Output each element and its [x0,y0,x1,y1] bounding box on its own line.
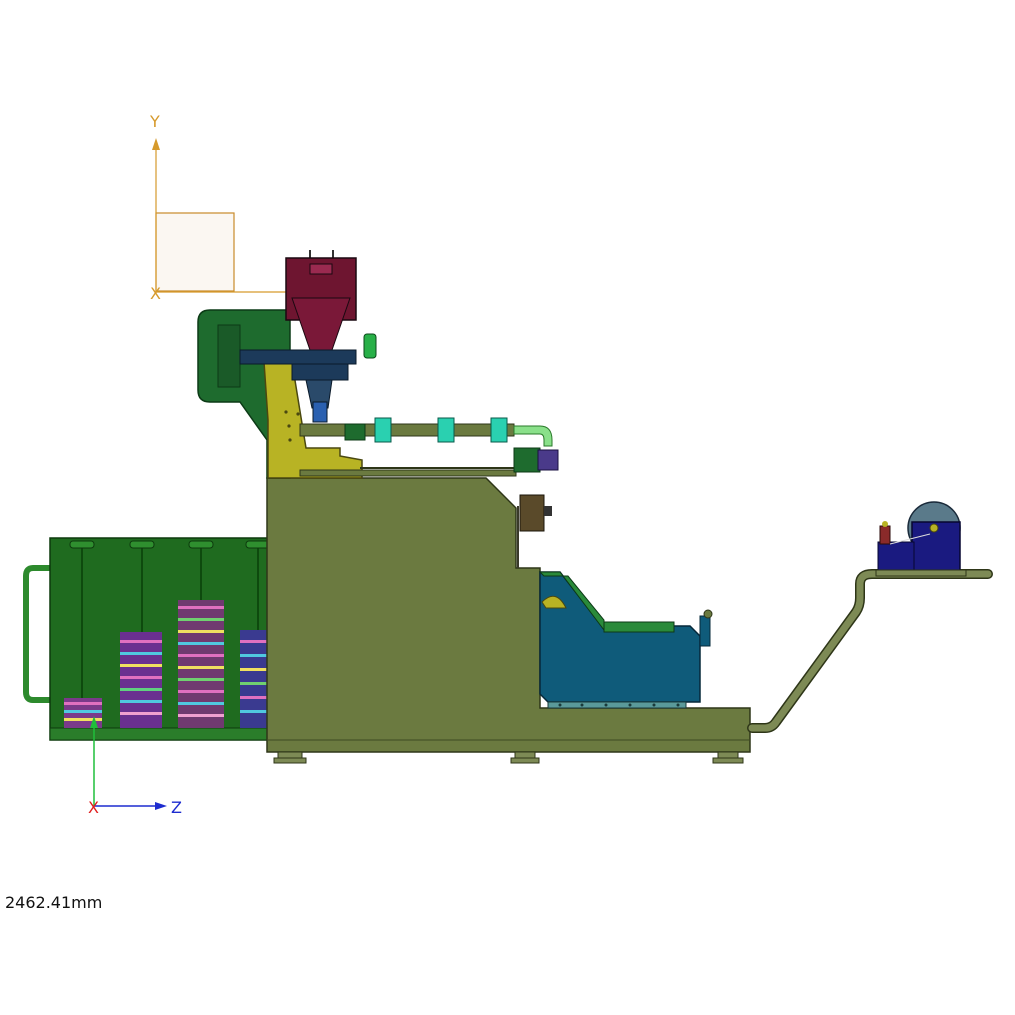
heater-band-2 [437,417,455,443]
triad-z-arrow [155,802,167,810]
spool-stack-2 [120,632,162,728]
yellow-column [263,361,363,479]
heater-band-3 [490,417,508,443]
extruder-barrel[interactable] [299,417,553,477]
cabinet-handle[interactable] [23,565,50,703]
support-arm [747,569,993,733]
cabinet-base [49,727,273,741]
hopper-mount-plate [239,349,357,365]
triad-x-label: X [88,798,99,817]
nozzle-elbow [513,425,553,447]
feed-throat [305,379,333,409]
winder-unit[interactable] [875,501,967,577]
spool-cabinet[interactable] [23,537,273,741]
spool-stack-4 [240,630,268,728]
hopper-assembly[interactable] [239,250,377,423]
world-x-label: X [150,284,161,303]
triad-y-arrow [90,716,98,728]
spool-rods [81,546,259,700]
heater-band-1 [374,417,392,443]
view-triad: X Z [88,716,182,817]
hopper-funnel [291,297,351,351]
frame-body [266,477,751,753]
world-y-label: Y [149,112,160,131]
side-lever[interactable] [363,333,377,359]
triad-z-label: Z [171,798,182,817]
barrel-tube [299,423,515,437]
world-axis-indicator: X Y Z [149,112,331,303]
cooling-tank[interactable] [538,571,713,709]
reference-plane-square [155,212,235,292]
control-box[interactable] [517,494,552,568]
spool-stack-3 [178,600,224,728]
dimension-readout: 2462.41mm [5,893,103,912]
leveling-feet [273,751,744,764]
machine-assembly[interactable] [23,250,993,764]
world-y-arrow [152,138,160,150]
drive-motor[interactable] [513,447,559,473]
main-frame[interactable] [266,477,751,764]
